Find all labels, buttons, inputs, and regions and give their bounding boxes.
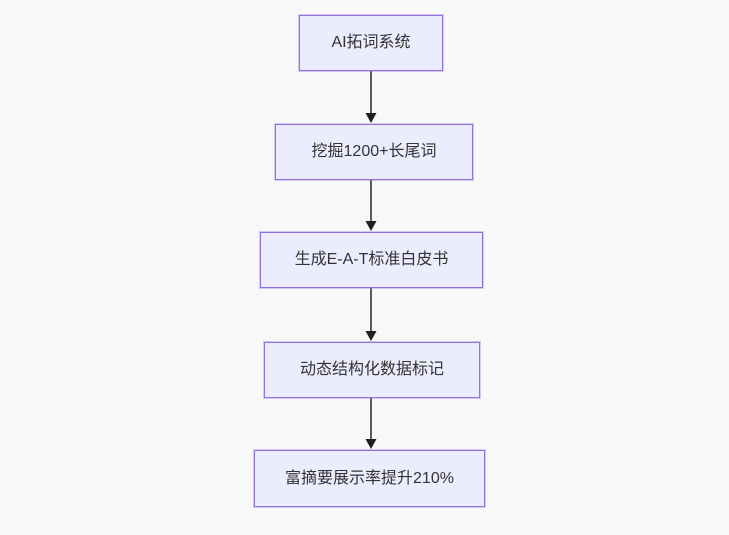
flow-node-label: 富摘要展示率提升210% — [285, 469, 454, 487]
edge-n1-n2 — [365, 71, 377, 123]
flow-node-structured-data: 动态结构化数据标记 — [264, 342, 480, 398]
edge-n4-n5 — [365, 398, 377, 449]
arrowhead-icon — [365, 331, 377, 341]
edge-n3-n4 — [365, 288, 377, 341]
arrowhead-icon — [365, 113, 377, 123]
flow-node-ai-system: AI拓词系统 — [299, 15, 443, 71]
flow-node-eat-whitepaper: 生成E-A-T标准白皮书 — [260, 232, 483, 288]
flow-node-label: 挖掘1200+长尾词 — [311, 143, 437, 160]
flow-node-longtail-mining: 挖掘1200+长尾词 — [275, 124, 473, 180]
arrowhead-icon — [365, 439, 377, 449]
flow-node-rich-snippet-result: 富摘要展示率提升210% — [254, 450, 485, 507]
arrowhead-icon — [365, 221, 377, 231]
flow-node-label: AI拓词系统 — [331, 34, 411, 51]
flow-node-label: 生成E-A-T标准白皮书 — [294, 251, 449, 268]
edge-n2-n3 — [365, 180, 377, 231]
flow-node-label: 动态结构化数据标记 — [299, 361, 444, 378]
